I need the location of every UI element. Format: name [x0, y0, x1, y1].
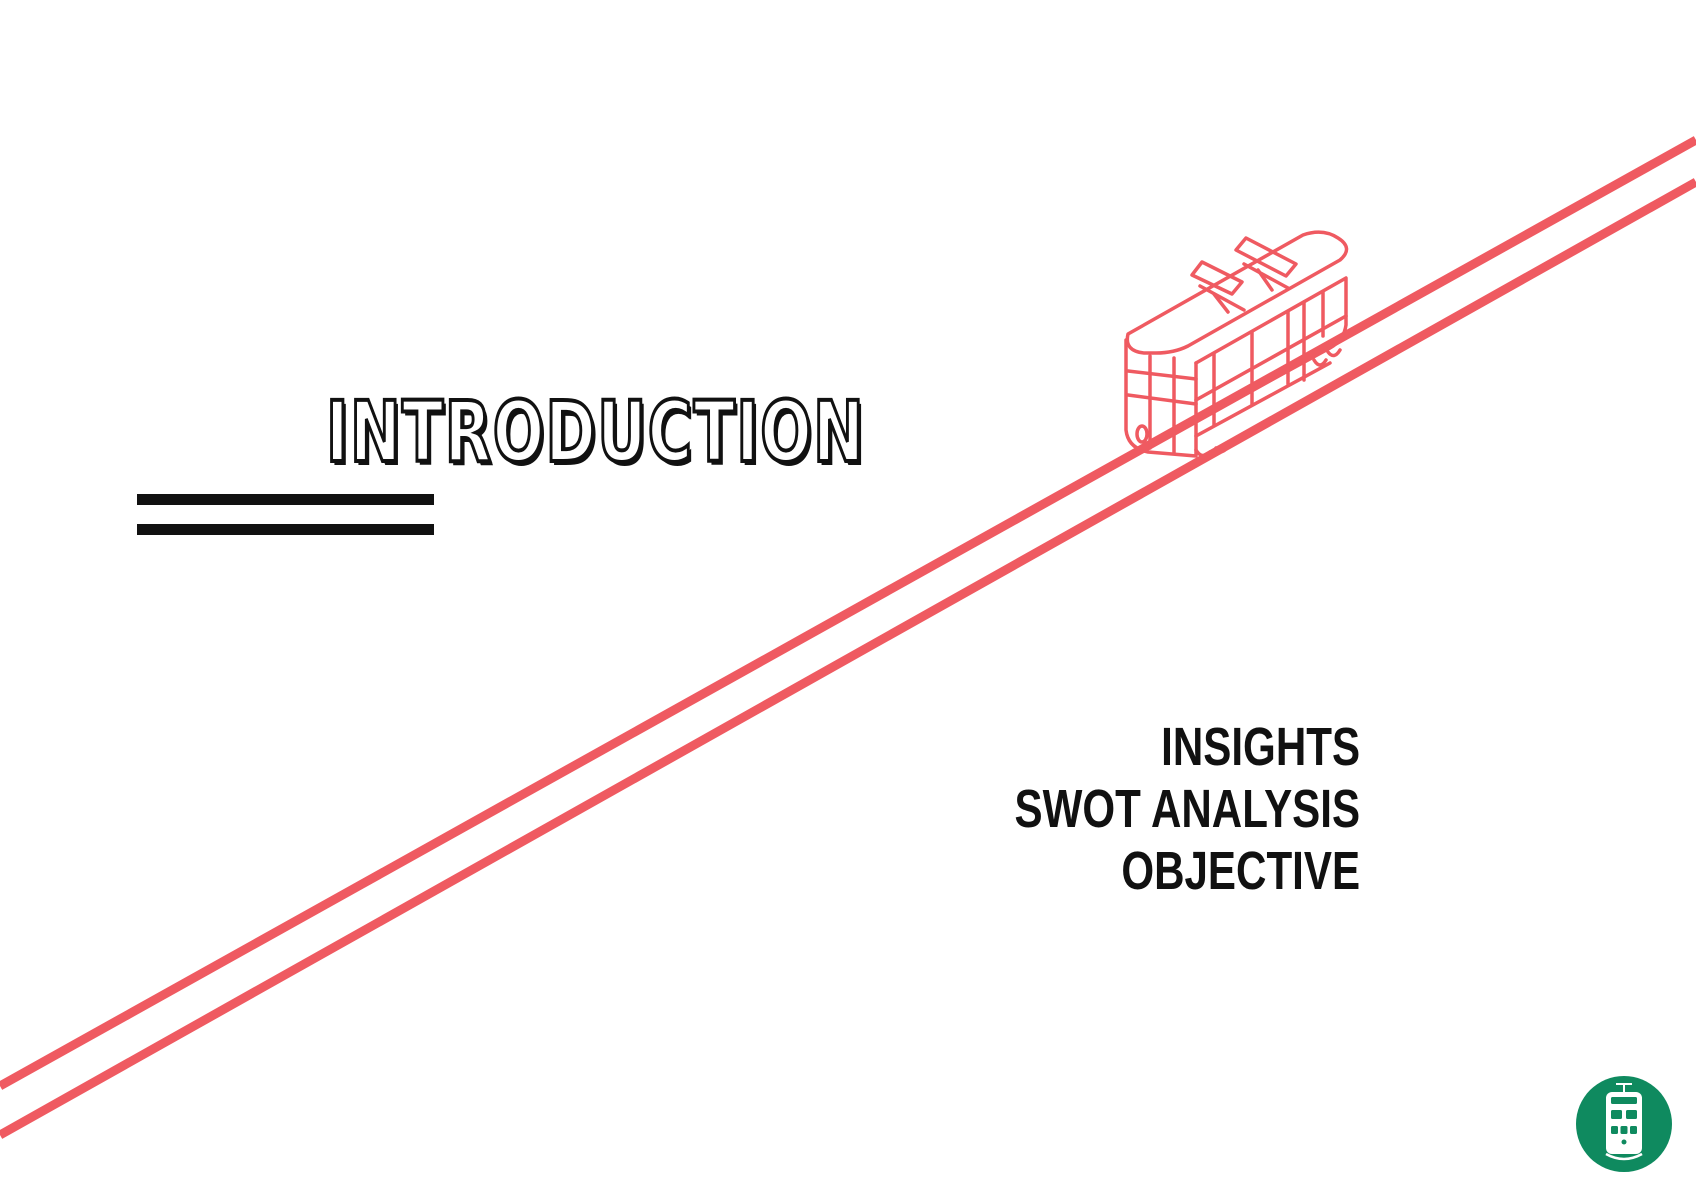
section-item-insights: INSIGHTS: [1161, 717, 1360, 777]
section-item-objective: OBJECTIVE: [1121, 841, 1360, 901]
rail-lower: [0, 178, 1696, 1139]
section-list: INSIGHTS SWOT ANALYSIS OBJECTIVE: [917, 716, 1360, 902]
section-item-swot-analysis: SWOT ANALYSIS: [1014, 779, 1360, 839]
rail-upper: [0, 136, 1696, 1090]
tram-outline-icon: [1124, 230, 1349, 458]
page-title: INTRODUCTION: [325, 381, 866, 483]
tram-logo-icon: [1576, 1076, 1672, 1172]
title-underline-top: [137, 494, 434, 505]
title-underline-bottom: [137, 524, 434, 535]
